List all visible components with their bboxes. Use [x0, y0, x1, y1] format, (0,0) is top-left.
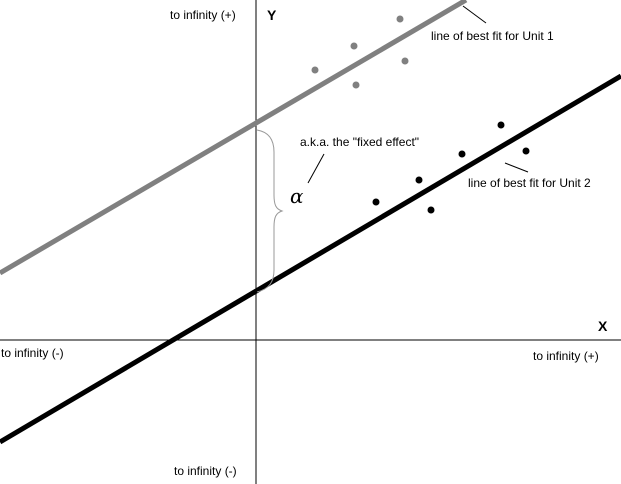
x-negative-label: to infinity (-) [1, 346, 64, 360]
x-axis-name: X [598, 318, 608, 334]
fixed-effect-leader [307, 153, 325, 184]
unit2-point [427, 206, 435, 214]
unit2-points [372, 121, 530, 214]
unit1-point [352, 81, 360, 89]
unit2-best-fit-line [0, 73, 621, 445]
unit1-best-fit-line [0, 0, 468, 276]
unit2-label-leader [504, 162, 529, 173]
fixed-effect-label: a.k.a. the "fixed effect" [300, 135, 419, 149]
unit1-points [311, 15, 409, 89]
unit1-point [396, 15, 404, 23]
unit2-point [415, 176, 423, 184]
y-positive-label: to infinity (+) [170, 8, 236, 22]
unit2-point [497, 121, 505, 129]
unit2-point [458, 150, 466, 158]
alpha-brace [256, 129, 284, 293]
unit1-point [401, 57, 409, 65]
x-positive-label: to infinity (+) [533, 349, 599, 363]
unit2-point [522, 147, 530, 155]
unit1-line-label: line of best fit for Unit 1 [431, 29, 554, 43]
y-axis-name: Y [267, 7, 277, 23]
unit2-point [372, 198, 380, 206]
unit1-point [350, 42, 358, 50]
unit1-label-leader [462, 5, 487, 24]
unit2-line-label: line of best fit for Unit 2 [468, 176, 591, 190]
alpha-symbol: α [290, 184, 304, 208]
y-negative-label: to infinity (-) [174, 464, 237, 478]
unit1-point [311, 66, 319, 74]
